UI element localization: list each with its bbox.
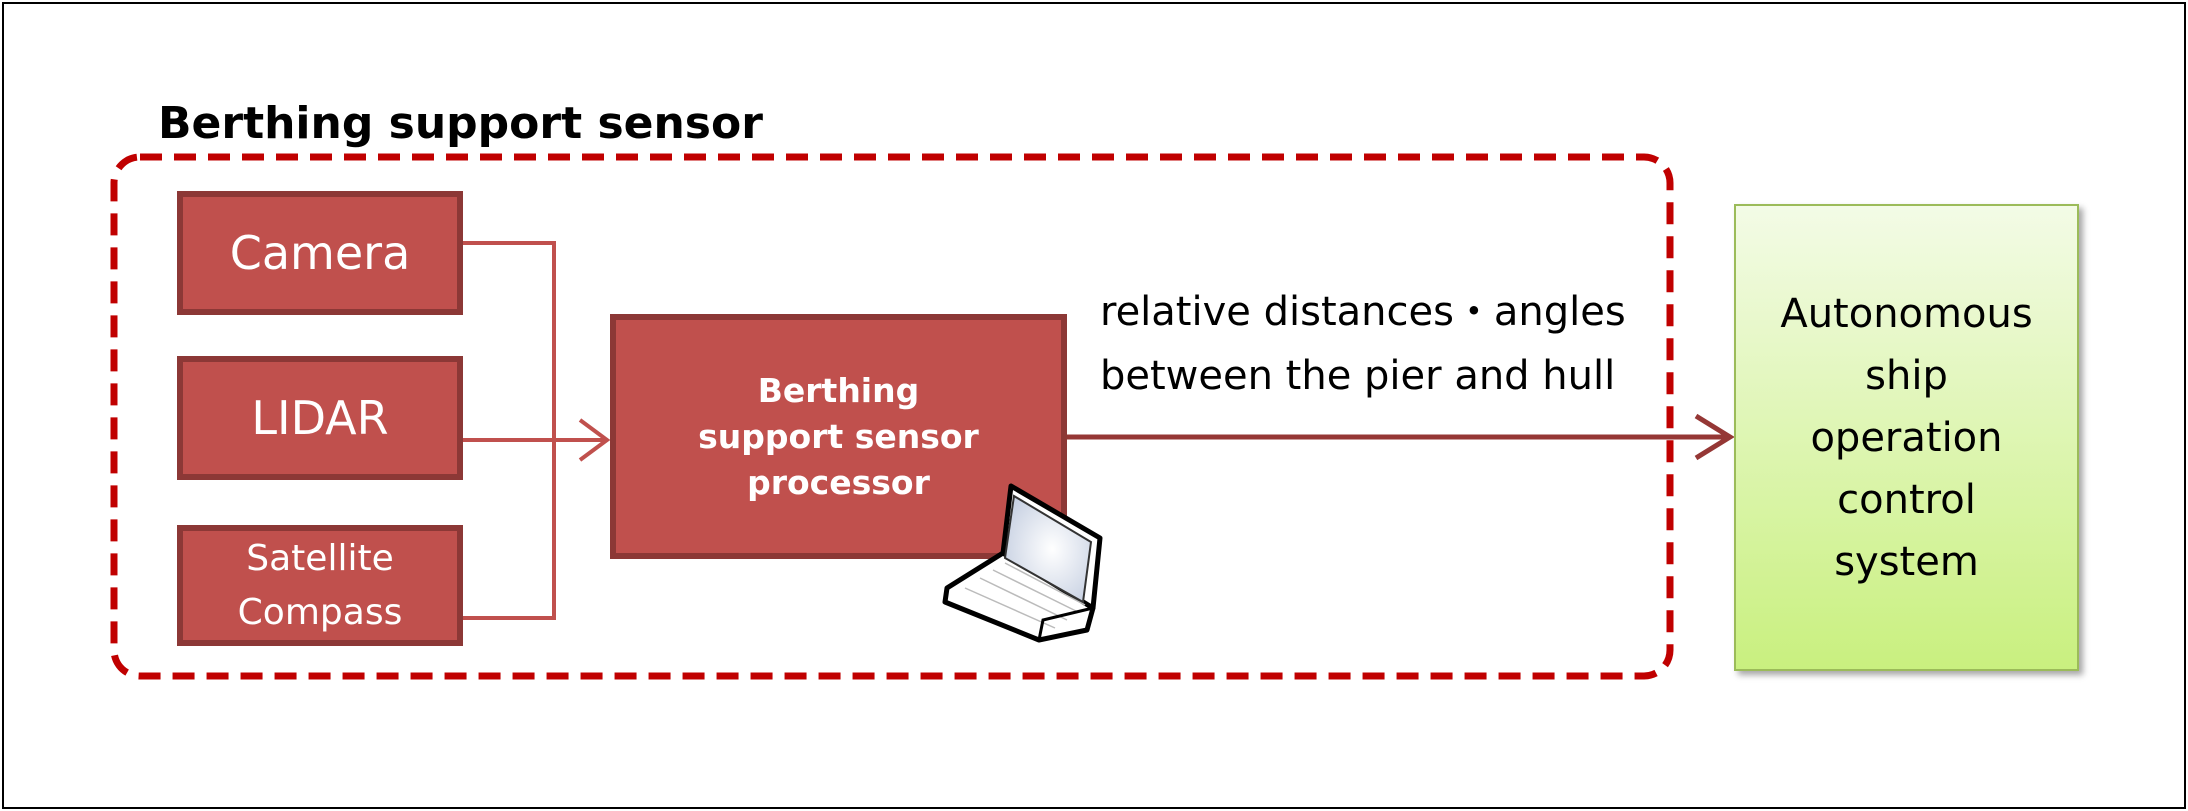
group-title: Berthing support sensor xyxy=(152,98,769,149)
control-label-3: operation xyxy=(1810,414,2003,461)
satellite-compass-label-1: Satellite xyxy=(246,537,394,579)
satellite-compass-label-2: Compass xyxy=(237,591,403,633)
satellite-compass-box: Satellite Compass xyxy=(177,525,463,646)
output-label-line-2: between the pier and hull xyxy=(1100,353,1616,399)
processor-label-1: Berthing xyxy=(757,370,920,410)
laptop-icon xyxy=(942,483,1103,643)
sensor-bus-lines xyxy=(463,241,611,620)
control-label-1: Autonomous xyxy=(1780,290,2033,337)
processor-label-2: support sensor xyxy=(698,416,979,456)
lidar-box: LIDAR xyxy=(177,356,463,480)
processor-label-3: processor xyxy=(747,462,930,502)
sensor-group-boundary xyxy=(110,153,1674,680)
lidar-label: LIDAR xyxy=(251,391,389,445)
camera-label: Camera xyxy=(229,226,411,280)
output-label-line-1: relative distances・angles xyxy=(1100,289,1626,335)
processor-box: Berthing support sensor processor xyxy=(610,314,1067,559)
output-label: relative distances・angles between the pi… xyxy=(1100,280,1626,408)
autonomous-control-system-box: Autonomous ship operation control system xyxy=(1734,204,2079,671)
camera-box: Camera xyxy=(177,191,463,315)
control-label-4: control xyxy=(1837,476,1976,523)
control-label-2: ship xyxy=(1865,352,1948,399)
control-label-5: system xyxy=(1834,538,1979,585)
output-arrow xyxy=(1067,413,1735,461)
